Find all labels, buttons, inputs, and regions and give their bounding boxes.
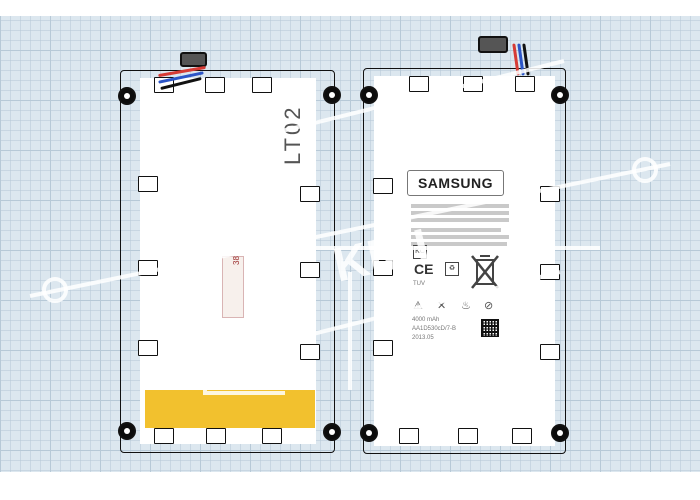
left-battery-mounting-ear <box>323 86 341 104</box>
left-battery-top-tab <box>205 77 225 93</box>
spec-text-line <box>411 211 509 215</box>
ce-mark-text: CE <box>414 261 434 277</box>
left-battery-side-tab <box>138 260 158 276</box>
left-battery-sticker: 38 <box>222 256 244 318</box>
left-battery-mounting-ear <box>118 87 136 105</box>
capacity-text: 4000 mAh <box>412 317 440 323</box>
left-battery-top-tab <box>252 77 272 93</box>
right-battery-bottom-tab <box>458 428 478 444</box>
hot-warning-icon: ♨ <box>461 300 471 312</box>
right-battery-mounting-ear <box>360 424 378 442</box>
fire-warning-icon: ✕ <box>437 300 447 312</box>
samsung-logo-text: SAMSUNG <box>417 175 494 191</box>
right-battery-mounting-ear <box>551 86 569 104</box>
right-battery-bottom-tab <box>512 428 532 444</box>
spec-text-line <box>411 228 501 232</box>
no-disassemble-icon: ⊘ <box>484 300 494 312</box>
right-battery-top-tab <box>409 76 429 92</box>
right-battery-side-tab <box>540 344 560 360</box>
right-battery-side-tab <box>373 340 393 356</box>
left-battery-side-tab <box>300 344 320 360</box>
right-battery-side-tab <box>373 260 393 276</box>
right-battery-side-tab <box>540 186 560 202</box>
left-battery-yellow-strip <box>145 390 315 428</box>
kc-cert-icon: KC <box>413 245 427 259</box>
right-battery-side-tab <box>373 178 393 194</box>
left-battery-side-tab <box>138 176 158 192</box>
left-battery-sticker-text: 38 <box>232 256 241 265</box>
left-battery-side-tab <box>138 340 158 356</box>
left-battery-side-tab <box>300 262 320 278</box>
qr-code <box>481 319 499 337</box>
right-battery-top-tab <box>515 76 535 92</box>
recycle-cert-icon: ♻ <box>445 262 459 276</box>
spec-text-line <box>411 235 509 239</box>
spec-text-line <box>411 204 509 208</box>
date-text: 2013.05 <box>412 335 434 341</box>
right-battery-mounting-ear <box>360 86 378 104</box>
right-battery-top-tab <box>463 76 483 92</box>
left-battery-side-tab <box>300 186 320 202</box>
left-battery-mounting-ear <box>323 423 341 441</box>
spec-text-line <box>411 218 509 222</box>
serial-text: AA1D530cD/7-B <box>412 326 457 332</box>
samsung-logo-box: SAMSUNG <box>407 170 504 196</box>
bottom-white-margin <box>0 472 700 500</box>
right-battery-face <box>374 76 555 446</box>
right-battery-side-tab <box>540 264 560 280</box>
left-battery-connector <box>180 52 207 67</box>
left-battery-mounting-ear <box>118 422 136 440</box>
left-battery-lt02-label: LT02 <box>280 104 305 165</box>
tuv-text: TUV <box>413 281 425 287</box>
top-white-margin <box>0 0 700 16</box>
right-battery-mounting-ear <box>551 424 569 442</box>
left-battery-bottom-tab <box>262 428 282 444</box>
right-battery-connector <box>478 36 508 53</box>
warning-icon: ⚠ <box>413 300 423 312</box>
right-battery-bottom-tab <box>399 428 419 444</box>
left-battery-bottom-tab <box>206 428 226 444</box>
weee-bin-icon <box>471 255 499 289</box>
left-battery-bottom-tab <box>154 428 174 444</box>
